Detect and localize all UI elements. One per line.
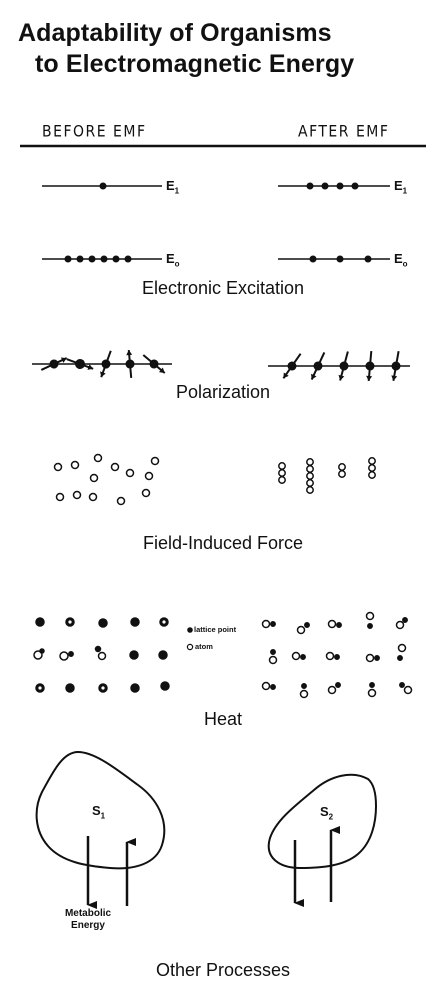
caption-polarization: Polarization [175,382,271,402]
force-after [278,457,376,494]
metabolic-energy-label: Metabolic Energy [64,908,112,931]
legend-lattice-point: lattice point [194,625,237,634]
heat-after [261,611,413,699]
polarization-before [32,349,172,379]
before-e0-label: Eo [166,251,180,269]
title-line-1: Adaptability of Organisms [18,19,332,47]
after-e1-label: E1 [394,178,408,196]
legend-atom: atom [195,642,213,651]
caption-field-induced-force: Field-Induced Force [142,533,304,553]
excitation-before-e1 [42,182,162,190]
before-e1-label: E1 [166,178,180,196]
heat-before [33,617,170,693]
excitation-before-e0 [42,255,162,263]
force-before [53,453,160,506]
caption-heat: Heat [203,709,243,729]
region-s2-label: S2 [320,804,334,822]
title-line-2: to Electromagnetic Energy [35,50,355,78]
region-s2-outline [267,773,378,870]
heat-legend [186,627,194,651]
polarization-after [268,350,410,382]
caption-electronic-excitation: Electronic Excitation [141,278,305,298]
after-e0-label: Eo [394,251,408,269]
before-emf-header: BEFORE EMF [42,122,147,142]
after-emf-header: AFTER EMF [298,122,390,142]
excitation-after-e1 [278,182,390,190]
excitation-after-e0 [278,255,390,263]
region-s1-label: S1 [92,803,106,821]
caption-other-processes: Other Processes [155,960,291,980]
region-s1-outline [35,750,166,870]
